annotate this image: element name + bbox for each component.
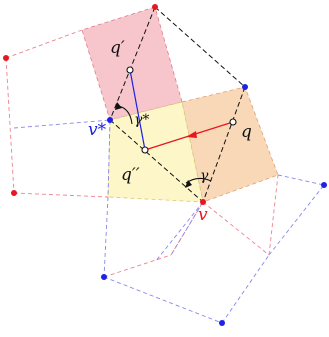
label-v-star: v* [88, 120, 107, 140]
blue-segment [129, 69, 146, 151]
point-q-double-prime [141, 146, 149, 154]
label-gamma: γ [200, 168, 209, 184]
black-dashed-lines [109, 6, 246, 203]
point-q-prime [126, 66, 134, 74]
red-dashed-pentagon-left [5, 29, 109, 198]
gamma-star-arrowhead [115, 102, 122, 110]
red-points [3, 4, 206, 205]
label-v: v [198, 205, 208, 225]
point-q [229, 118, 237, 126]
label-q-prime: q′ [110, 38, 125, 58]
blue-point-right [321, 182, 327, 188]
open-points [126, 66, 237, 154]
red-point-v [200, 199, 206, 205]
red-point-lower-left [11, 190, 17, 196]
red-arrow-head [186, 131, 197, 138]
lower-dashed-edges [103, 174, 325, 324]
blue-point-upper-right [242, 84, 248, 90]
label-q-double-prime: q′′ [121, 165, 140, 185]
label-gamma-star: γ* [134, 112, 149, 128]
pink-region [81, 6, 183, 121]
blue-point-bottom [219, 320, 225, 326]
blue-point-lower-left [101, 274, 107, 280]
blue-dashed-edges-left [13, 119, 111, 198]
gamma-arrowhead [185, 180, 192, 188]
blue-point-v-star [107, 117, 113, 123]
orange-region [181, 86, 279, 203]
red-point-top [152, 4, 158, 10]
label-q: q [241, 122, 252, 142]
blue-points [101, 84, 327, 326]
red-point-left [3, 55, 9, 61]
